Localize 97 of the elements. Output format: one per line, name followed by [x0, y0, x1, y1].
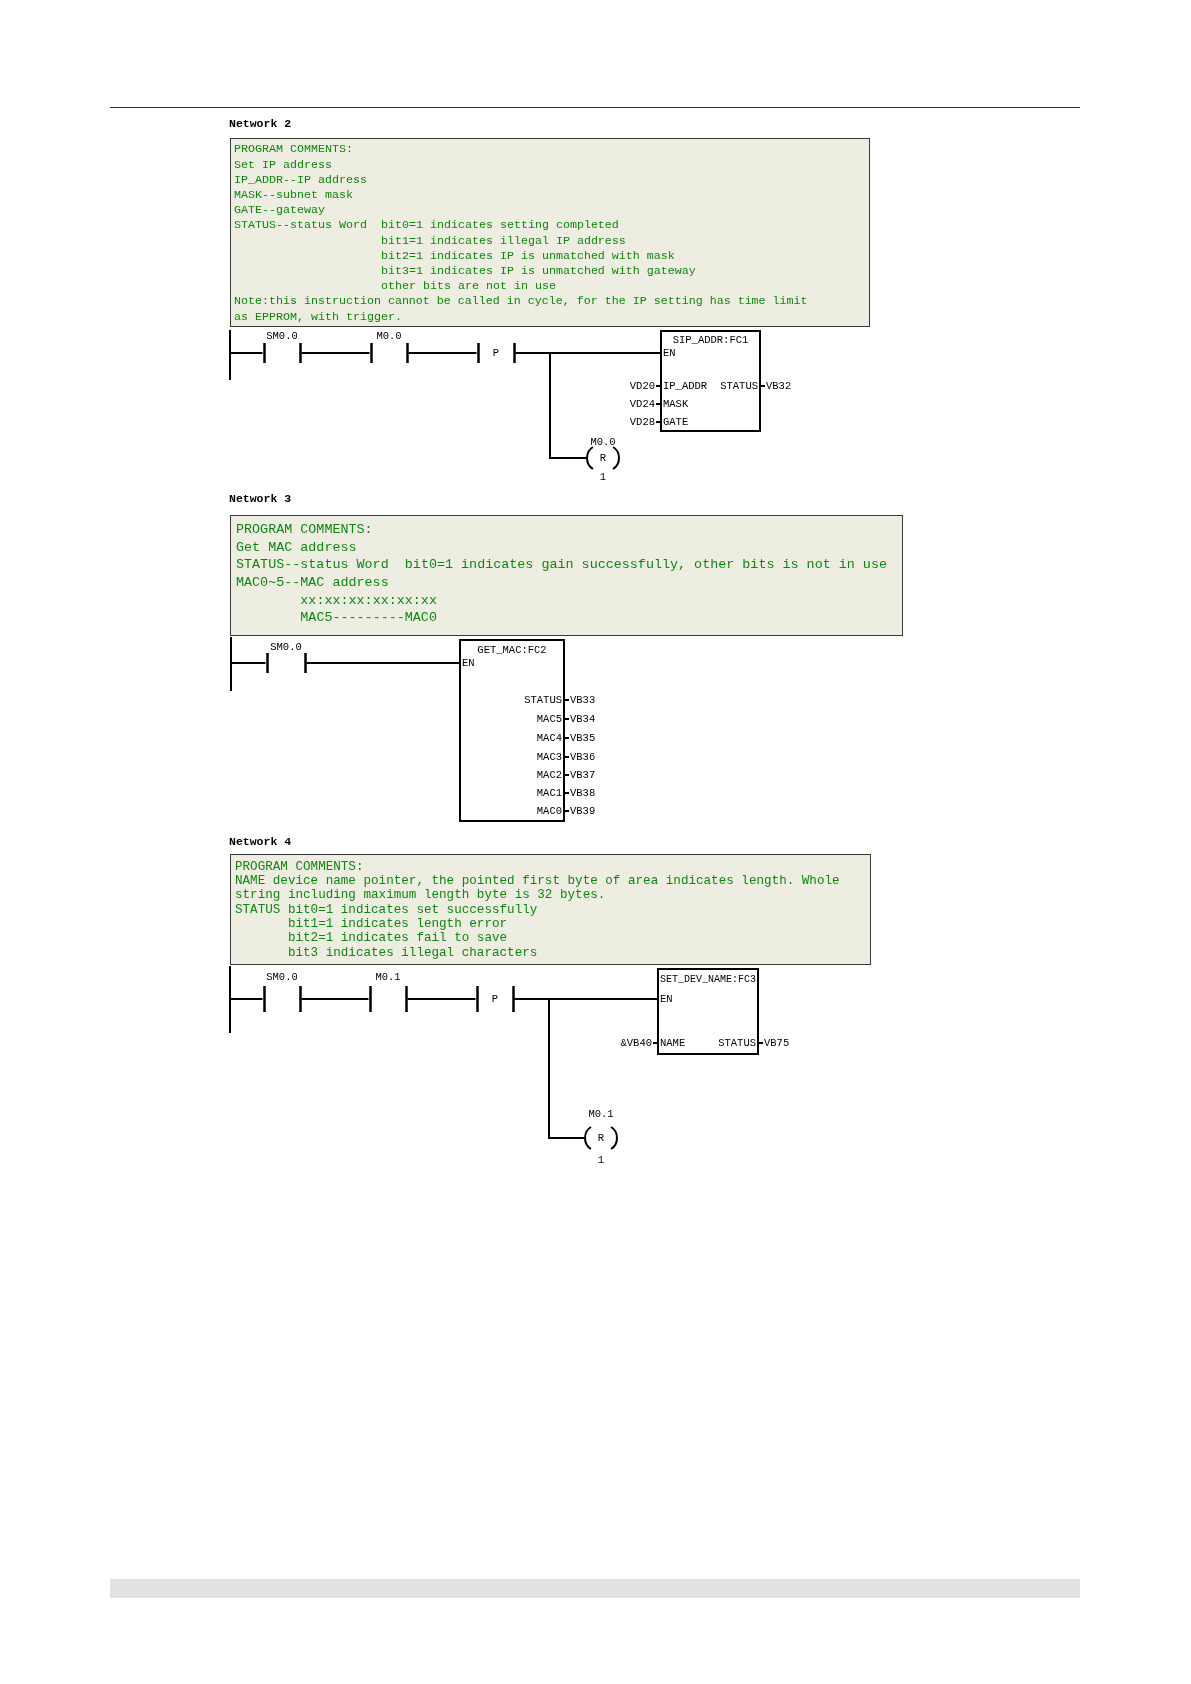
wire	[300, 352, 371, 354]
operand-label: VB33	[565, 694, 596, 706]
comment-line: bit1=1 indicates length error	[287, 917, 508, 932]
operand-label: VB75	[759, 1037, 790, 1049]
wire	[513, 998, 585, 1139]
comment-box	[230, 854, 871, 965]
positive-transition-contact	[475, 986, 515, 1012]
contact-label: SM0.0	[266, 971, 298, 983]
pin-label: NAME	[660, 1037, 686, 1049]
pin-label: MAC4	[536, 732, 562, 744]
coil-label: M0.0	[590, 436, 616, 448]
pin-label: GATE	[663, 416, 689, 428]
pin-label: MAC5	[536, 713, 562, 725]
normally-open-contact	[369, 329, 409, 363]
operand-label: VD20	[629, 380, 660, 392]
contact-label: SM0.0	[266, 330, 298, 342]
comment-line: Note:this instruction cannot be called in cycle, for the IP setting has time limit as EPPROM, with trigger.	[234, 294, 809, 325]
comment-box	[230, 515, 903, 636]
block-title: GET_MAC:FC2	[477, 644, 547, 656]
wire	[300, 998, 370, 1000]
normally-open-contact	[262, 970, 302, 1012]
function-block	[459, 639, 565, 822]
pin-label: MAC3	[536, 751, 562, 763]
coil-letter: R	[599, 452, 607, 464]
comment-line: bit0=1 indicates setting completed	[381, 218, 619, 234]
wire	[406, 998, 477, 1000]
function-block	[660, 330, 761, 432]
pin-label: STATUS	[524, 694, 562, 706]
network-heading: Network 3	[229, 492, 292, 506]
function-block	[657, 968, 759, 1055]
comment-line: bit0=1 indicates set successfully	[287, 902, 538, 918]
positive-transition-contact	[476, 343, 516, 363]
wire	[230, 998, 264, 1000]
coil-parameter: 1	[597, 1154, 605, 1166]
wire	[230, 352, 264, 354]
operand-label: VB37	[565, 769, 596, 781]
operand-label: VB32	[761, 380, 792, 392]
comment-line: bit1=1 indicates illegal IP address	[381, 233, 626, 249]
pin-label: STATUS	[718, 1037, 756, 1049]
comment-line: xx:xx:xx:xx:xx:xx	[300, 591, 437, 610]
comment-line: Set IP address	[234, 157, 332, 173]
wire	[231, 662, 267, 664]
wire	[305, 662, 460, 664]
coil-label: M0.1	[588, 1108, 614, 1120]
pin-label: EN	[660, 993, 673, 1005]
pin-label: IP_ADDR	[663, 380, 708, 392]
operand-label: &VB40	[620, 1037, 657, 1049]
contact-label: M0.1	[375, 971, 401, 983]
contact-letter: P	[492, 347, 500, 359]
comment-line: PROGRAM COMMENTS:	[235, 859, 364, 875]
comment-line: NAME device name pointer, the pointed first byte of area indicates length. Whole string including maximum length byte is 32 bytes.	[235, 874, 841, 903]
pin-label: MAC1	[536, 787, 562, 799]
pin-label: MAC0	[536, 805, 562, 817]
comment-line: bit0=1 indicates gain successfully, other bits is not in use	[404, 556, 887, 574]
comment-line: bit2=1 indicates fail to save	[287, 931, 508, 946]
operand-label: VB36	[565, 751, 596, 763]
comment-line: bit3 indicates illegal characters	[287, 945, 538, 960]
pin-label: MAC2	[536, 769, 562, 781]
operand-label: VB35	[565, 732, 596, 744]
normally-open-contact	[265, 640, 307, 673]
pin-label: STATUS	[720, 380, 758, 392]
network-heading: Network 4	[229, 835, 292, 849]
pin-label: MASK	[663, 398, 689, 410]
pin-label: EN	[462, 657, 475, 669]
operand-label: VB39	[565, 805, 596, 817]
contact-letter: P	[491, 993, 499, 1005]
comment-line: IP_ADDR--IP address	[234, 172, 367, 188]
network-heading: Network 2	[229, 117, 292, 131]
comment-line: other bits are not in use	[381, 279, 556, 295]
comment-line: MAC0~5--MAC address	[236, 574, 389, 592]
coil-parameter: 1	[599, 471, 607, 483]
block-title: SET_DEV_NAME:FC3	[660, 974, 756, 986]
comment-line: STATUS--status Word	[234, 218, 367, 234]
pin-label: EN	[663, 347, 676, 359]
comment-line: MASK--subnet mask	[234, 188, 353, 204]
comment-line: STATUS--status Word	[236, 556, 389, 574]
operand-label: VD24	[629, 398, 660, 410]
wire	[514, 352, 587, 459]
contact-label: M0.0	[376, 330, 402, 342]
comment-line: bit3=1 indicates IP is unmatched with gateway	[381, 264, 696, 280]
comment-line: GATE--gateway	[234, 203, 325, 219]
contact-label: SM0.0	[270, 641, 302, 653]
operand-label: VB38	[565, 787, 596, 799]
comment-line: MAC5---------MAC0	[300, 609, 437, 627]
comment-box	[230, 138, 870, 327]
operand-label: VD28	[629, 416, 660, 428]
operand-label: VB34	[565, 713, 596, 725]
wire	[407, 352, 478, 354]
comment-line: STATUS	[235, 902, 281, 918]
normally-open-contact	[368, 970, 408, 1012]
block-title: SIP_ADDR:FC1	[672, 334, 749, 346]
comment-line: Get MAC address	[236, 538, 357, 557]
comment-line: bit2=1 indicates IP is unmatched with mask	[381, 248, 675, 264]
comment-line: PROGRAM COMMENTS:	[234, 142, 353, 158]
normally-open-contact	[262, 329, 302, 363]
coil-letter: R	[597, 1132, 605, 1144]
comment-line: PROGRAM COMMENTS:	[236, 521, 373, 539]
